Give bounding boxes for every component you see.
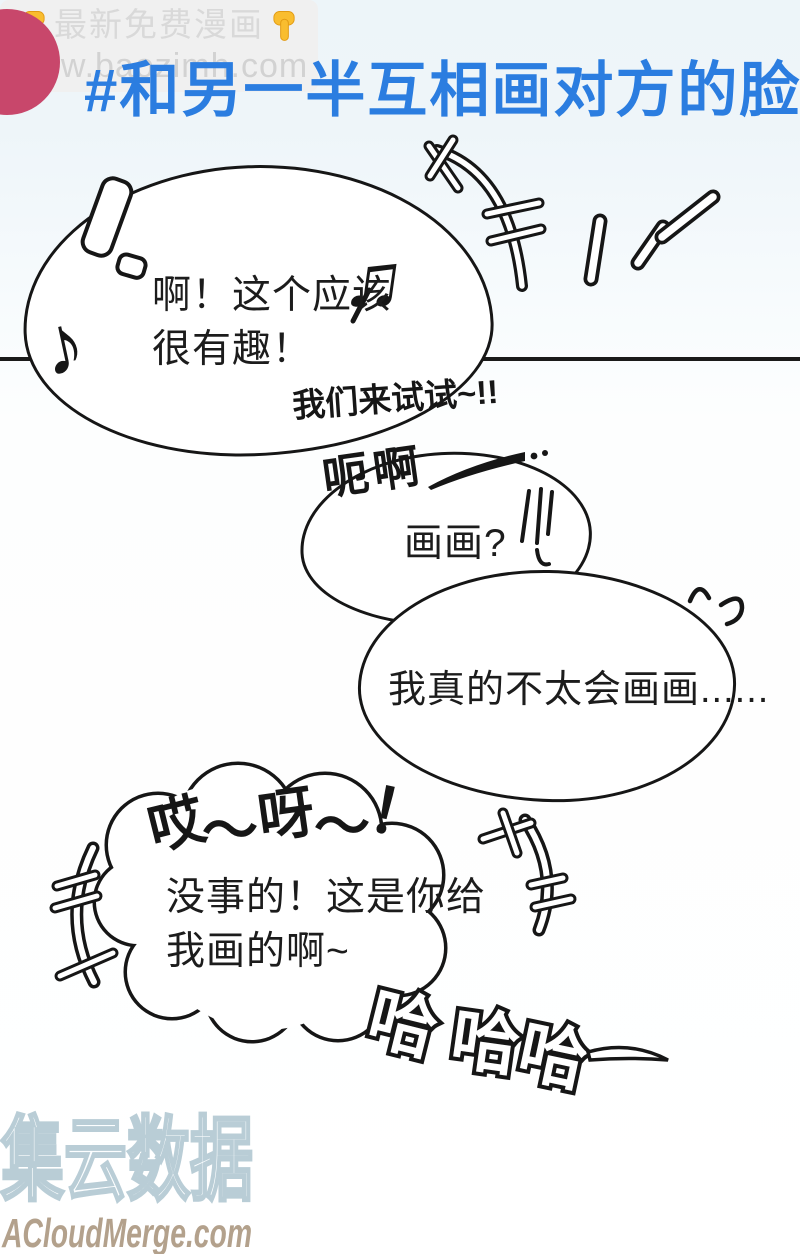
handwritten-uh-ah: 呃啊 — [319, 439, 428, 505]
bubble-2-text: 画画? — [404, 522, 507, 565]
bracket-sfx-left-icon — [49, 841, 119, 989]
watermark-right-row-1: 最新免费漫画 — [20, 7, 298, 43]
aiya-char: ～ — [202, 799, 258, 862]
speed-dashes-sfx-icon — [583, 189, 721, 287]
bubble-3-text: 我真的不太会画画...... — [388, 669, 770, 711]
page-title: #和另一半互相画对方的脸 — [84, 57, 800, 124]
bubble-1-text-line-1: 啊！这个应该 — [152, 274, 393, 317]
watermark-left: 集云数据 ACloudMerge.com — [0, 1109, 254, 1254]
aiya-char: 呀 — [253, 779, 319, 850]
haha-char: 哈 — [361, 980, 445, 1070]
watermark-right-title: 最新免费漫画 — [54, 6, 264, 43]
haha-sfx-text: 哈 哈 哈 — [357, 976, 599, 1105]
bubble-4-text-line-1: 没事的！这是你给 — [166, 876, 487, 919]
bubble-4-text-line-2: 我画的啊~ — [166, 930, 350, 973]
aiya-char: ～ — [314, 795, 370, 858]
watermark-left-name: 集云数据 — [0, 1110, 253, 1212]
pointing-down-hand-icon — [273, 10, 295, 41]
watermark-left-site: ACloudMerge.com — [1, 1210, 252, 1254]
haha-swoosh-stroke — [585, 1045, 669, 1062]
aiya-char: ！ — [362, 775, 438, 856]
bracket-sfx-right-icon — [477, 807, 577, 937]
bubble-1-text-line-2: 很有趣！ — [152, 328, 313, 371]
handwritten-ai-ya: 哎～呀～！ — [142, 766, 438, 862]
haha-char: 哈 — [512, 1012, 594, 1100]
haha-char: 哈 — [446, 1000, 524, 1085]
